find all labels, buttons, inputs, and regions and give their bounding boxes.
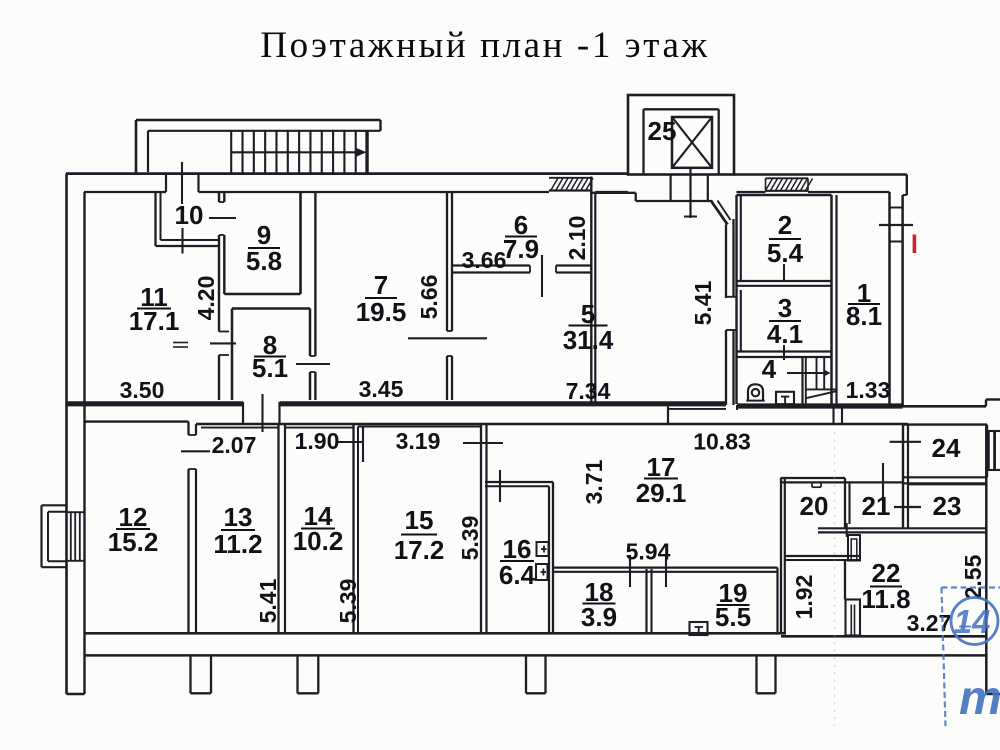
svg-text:3: 3 — [778, 293, 792, 323]
svg-text:4.1: 4.1 — [767, 319, 803, 349]
svg-text:1.90: 1.90 — [295, 428, 340, 454]
svg-text:те: те — [959, 672, 1000, 725]
svg-text:23: 23 — [933, 491, 962, 521]
svg-text:5.94: 5.94 — [626, 539, 671, 565]
svg-text:5.41: 5.41 — [690, 280, 716, 325]
svg-text:2.10: 2.10 — [564, 216, 590, 261]
svg-text:5.66: 5.66 — [416, 275, 442, 320]
svg-text:3.50: 3.50 — [120, 377, 165, 403]
svg-text:3.71: 3.71 — [581, 459, 607, 504]
svg-text:25: 25 — [648, 116, 677, 146]
svg-text:1: 1 — [857, 278, 871, 308]
svg-text:5.5: 5.5 — [715, 602, 751, 632]
svg-text:5.39: 5.39 — [457, 516, 483, 561]
svg-text:9: 9 — [257, 220, 271, 250]
svg-text:3.66: 3.66 — [462, 247, 507, 273]
svg-text:4: 4 — [762, 354, 777, 384]
svg-text:15.2: 15.2 — [108, 527, 159, 557]
svg-text:7: 7 — [374, 270, 388, 300]
svg-text:14: 14 — [304, 501, 333, 531]
svg-text:13: 13 — [224, 502, 253, 532]
svg-text:Поэтажный план -1 этаж: Поэтажный план -1 этаж — [260, 25, 709, 66]
svg-text:3.9: 3.9 — [581, 602, 617, 632]
svg-text:29.1: 29.1 — [636, 478, 687, 508]
svg-text:19.5: 19.5 — [356, 297, 407, 327]
svg-text:7.34: 7.34 — [566, 378, 611, 404]
svg-text:24: 24 — [932, 433, 961, 463]
svg-text:6: 6 — [514, 210, 528, 240]
svg-text:5.1: 5.1 — [252, 353, 288, 383]
svg-text:8.1: 8.1 — [846, 301, 882, 331]
svg-text:11.8: 11.8 — [861, 584, 910, 614]
svg-text:18: 18 — [585, 577, 614, 607]
svg-text:5.39: 5.39 — [335, 579, 361, 624]
svg-text:6.4: 6.4 — [499, 560, 536, 590]
svg-text:12: 12 — [119, 502, 148, 532]
svg-text:4.20: 4.20 — [193, 276, 219, 321]
svg-text:3.27: 3.27 — [907, 610, 952, 636]
svg-text:2.55: 2.55 — [960, 554, 986, 599]
svg-text:17.2: 17.2 — [394, 535, 445, 565]
svg-text:1.33: 1.33 — [846, 377, 891, 403]
svg-text:5.8: 5.8 — [246, 246, 282, 276]
svg-text:22: 22 — [872, 558, 901, 588]
svg-text:14: 14 — [954, 603, 991, 640]
svg-text:5.4: 5.4 — [767, 238, 804, 268]
svg-text:2.07: 2.07 — [212, 432, 257, 458]
svg-text:11: 11 — [140, 282, 168, 312]
svg-text:11.2: 11.2 — [213, 529, 262, 559]
svg-text:5: 5 — [581, 299, 595, 329]
svg-text:15: 15 — [405, 505, 434, 535]
svg-text:20: 20 — [800, 491, 829, 521]
svg-text:2: 2 — [778, 210, 792, 240]
svg-text:10.2: 10.2 — [293, 526, 344, 556]
svg-text:31.4: 31.4 — [563, 325, 614, 355]
svg-text:1.92: 1.92 — [791, 575, 817, 620]
svg-text:16: 16 — [503, 534, 532, 564]
svg-text:17: 17 — [647, 452, 676, 482]
svg-text:10.83: 10.83 — [693, 429, 751, 455]
svg-text:10: 10 — [175, 200, 204, 230]
svg-text:3.19: 3.19 — [396, 428, 441, 454]
svg-text:7.9: 7.9 — [503, 234, 539, 264]
svg-text:5.41: 5.41 — [255, 578, 281, 623]
svg-text:3.45: 3.45 — [359, 376, 404, 402]
svg-text:17.1: 17.1 — [129, 306, 180, 336]
svg-text:21: 21 — [862, 491, 891, 521]
svg-text:19: 19 — [719, 578, 748, 608]
svg-text:8: 8 — [263, 330, 277, 360]
